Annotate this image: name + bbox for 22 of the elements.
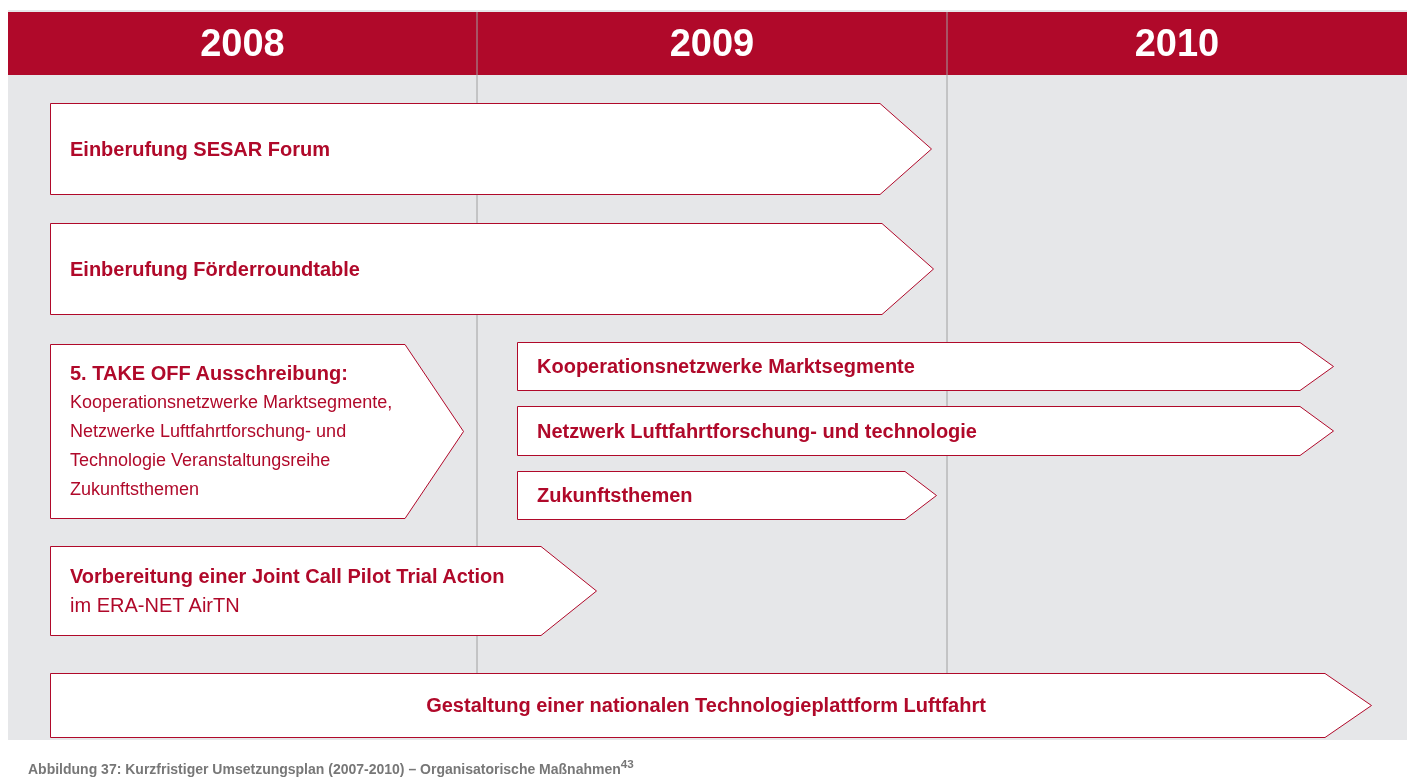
phase-bar — [50, 673, 1372, 738]
phase-bar — [517, 342, 1334, 391]
year-label: 2010 — [1134, 22, 1220, 65]
arrow-label: Einberufung Förderroundtable — [70, 256, 361, 282]
phase-bar — [517, 406, 1334, 456]
arrow-body: im ERA-NET AirTN — [70, 593, 241, 618]
phase-bar — [517, 471, 937, 520]
arrow-label: Kooperationsnetzwerke Marktsegmente — [537, 354, 916, 379]
year-label: 2008 — [200, 22, 285, 65]
phase-bar — [50, 546, 597, 636]
phase-bar — [50, 223, 934, 315]
figure-caption: Abbildung 37: Kurzfristiger Umsetzungsplan (2007-2010) – Organisatorische Maßnahmen$^{43}$ — [28, 757, 634, 777]
arrow-heading: 5. TAKE OFF Ausschreibung: — [70, 361, 349, 387]
arrow-label: Zukunftsthemen — [537, 483, 694, 508]
phase-bar — [50, 344, 464, 519]
arrow-label: Netzwerk Luftfahrtforschung- und technologie — [537, 418, 978, 444]
arrow-label: Gestaltung einer nationalen Technologieplattform Luftfahrt — [426, 693, 986, 718]
phase-bar — [50, 103, 932, 195]
arrow-body: Kooperationsnetzwerke Marktsegmente, Netzwerke Luftfahrtforschung- und Technologie Veranstaltungsreihe Zukunftsthemen — [70, 391, 394, 501]
arrow-heading: Vorbereitung einer Joint Call Pilot Trial Action — [70, 564, 506, 589]
year-label: 2009 — [669, 22, 755, 65]
arrow-label: Einberufung SESAR Forum — [70, 136, 331, 162]
